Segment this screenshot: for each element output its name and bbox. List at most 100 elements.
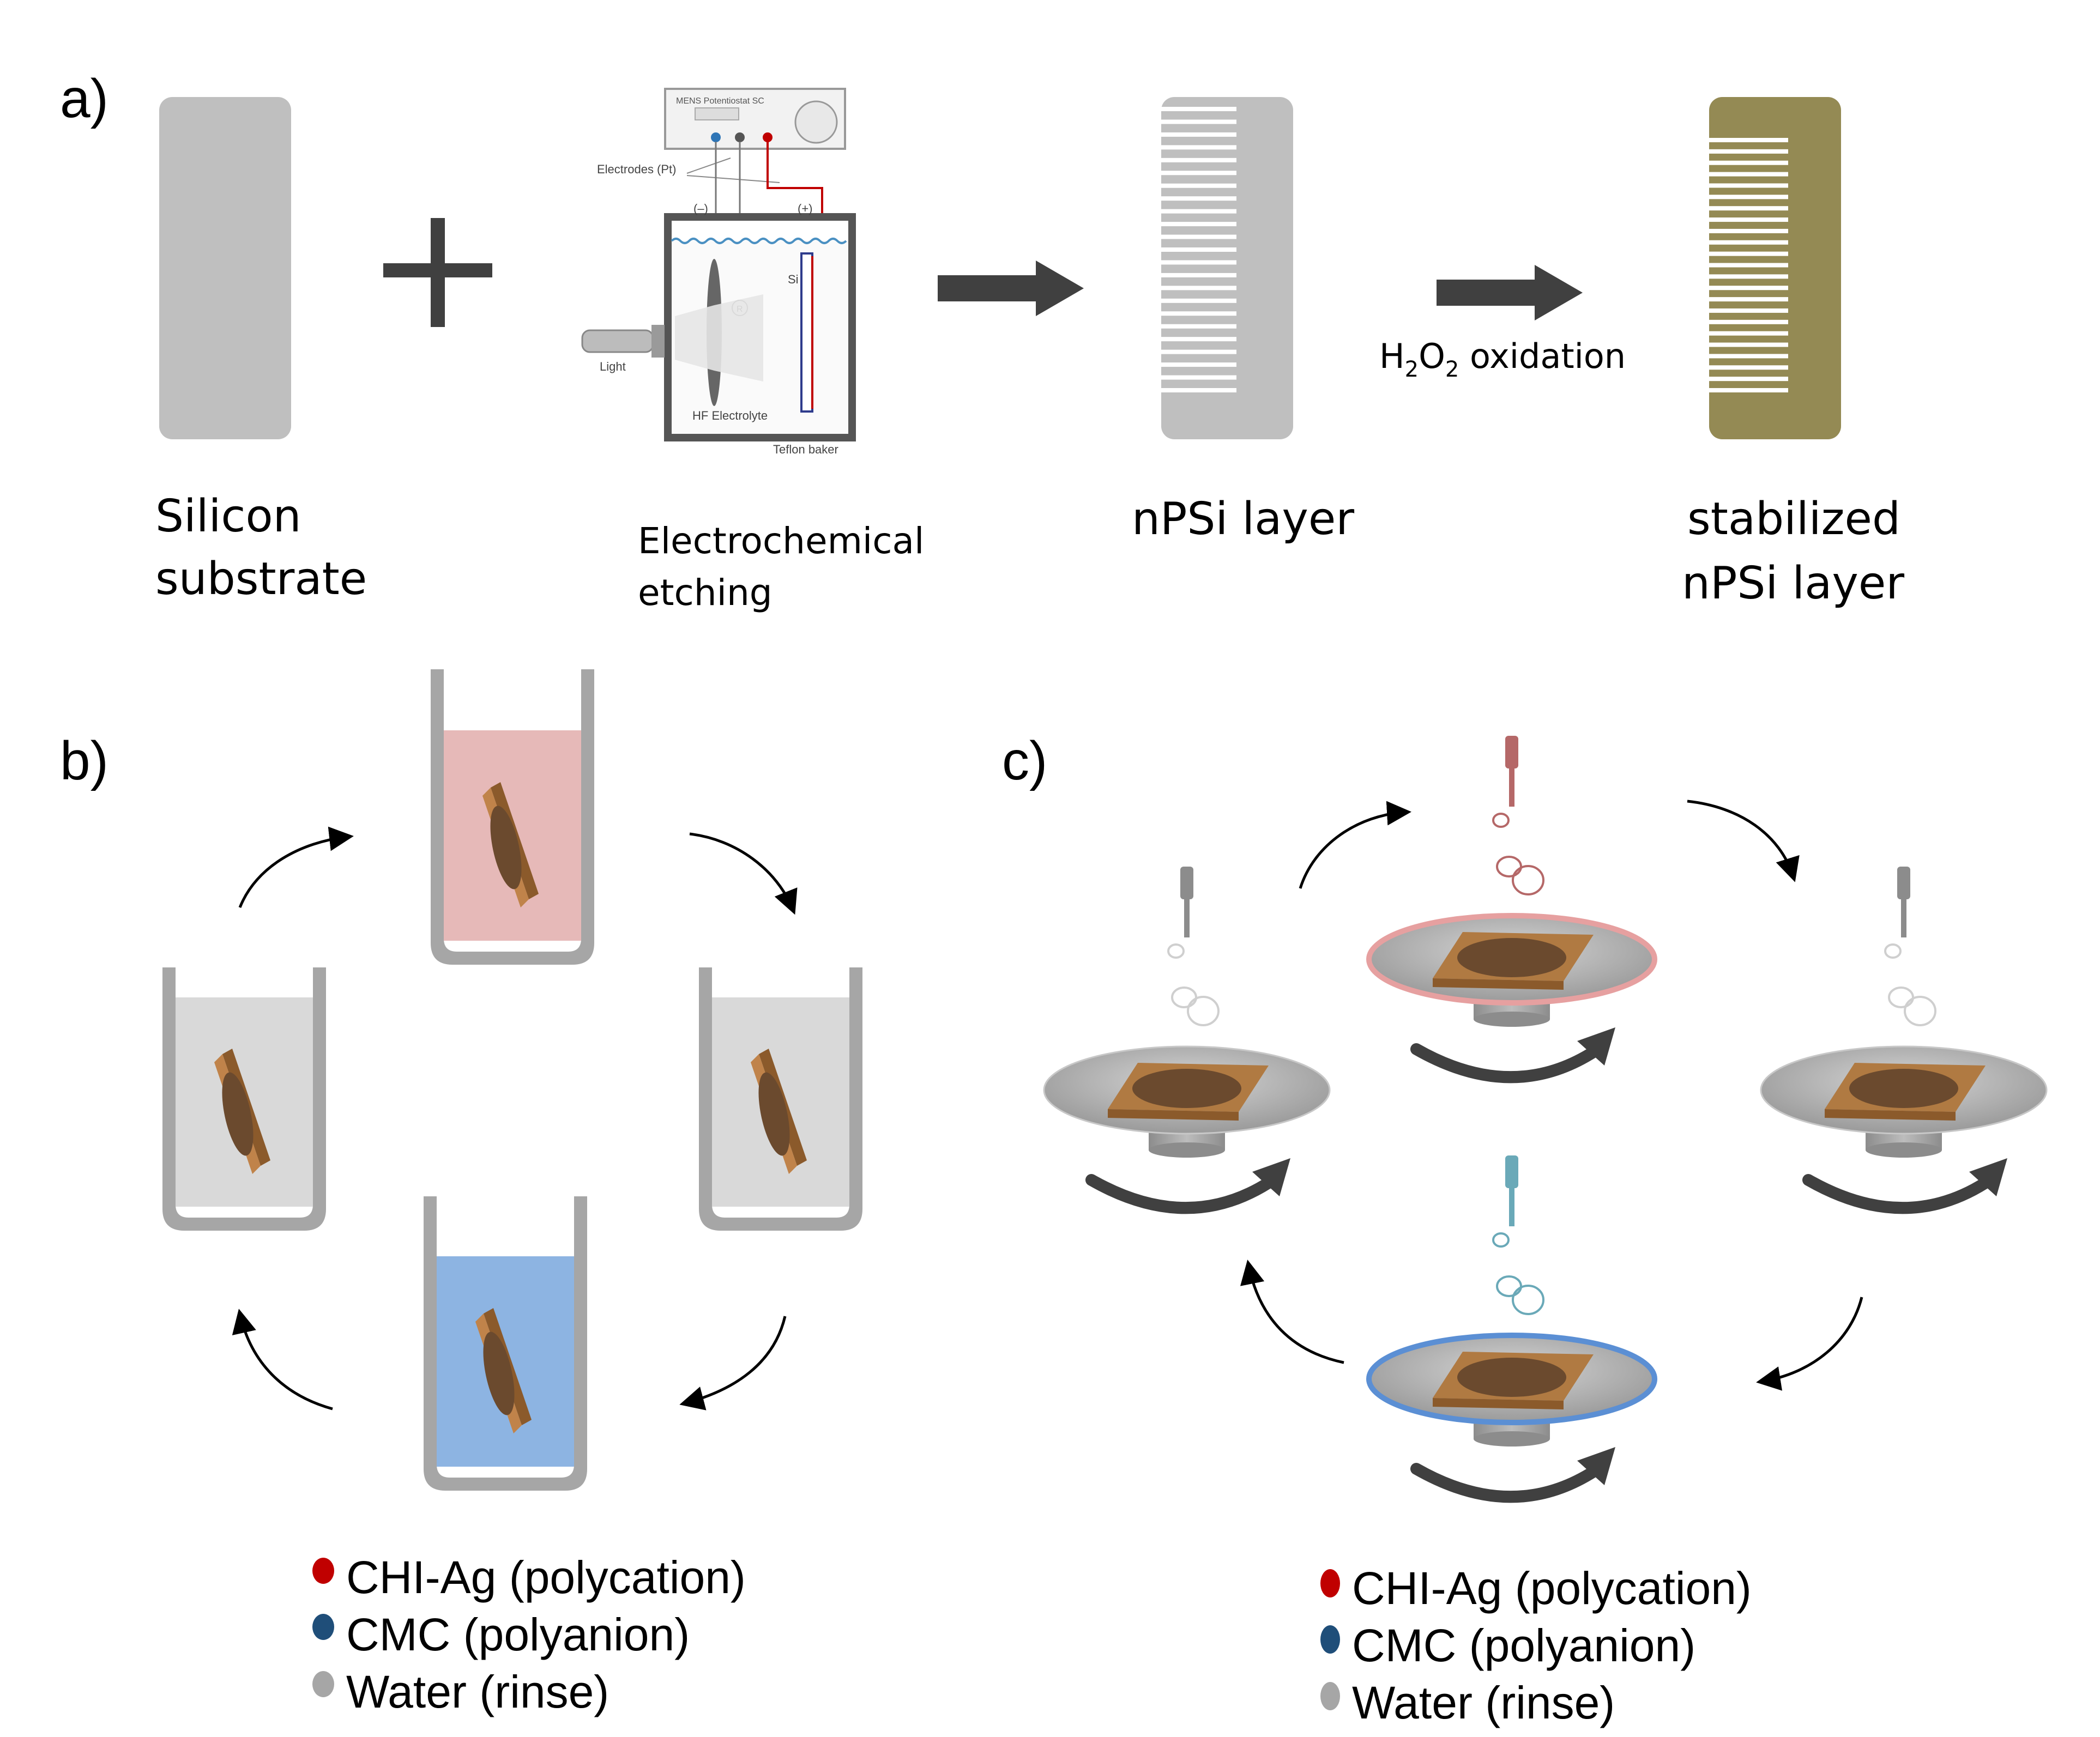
electrodes-label: Electrodes (Pt) (597, 162, 677, 176)
legend-item-water: Water (rinse) (1352, 1677, 1615, 1728)
pore-line (1709, 206, 1788, 211)
pore-line (1709, 149, 1788, 154)
panel-b-label: b) (60, 730, 108, 791)
pore-line (1161, 145, 1236, 150)
legend-swatch-water (1320, 1682, 1340, 1710)
etching-apparatus: MENS Potentiostat SC Electrodes (Pt) (–)… (581, 88, 856, 456)
light-label: Light (600, 360, 626, 373)
etching-label-line2: etching (638, 572, 773, 614)
pore-line (1161, 222, 1236, 227)
legend-item-polycation: CHI-Ag (polycation) (1352, 1563, 1752, 1614)
legend-swatch-polyanion (312, 1614, 334, 1640)
stabilized-npsi-layer (1709, 97, 1841, 439)
beaker (162, 967, 326, 1231)
panel-c-label: c) (1002, 730, 1047, 791)
dropper-icon (1505, 736, 1518, 807)
pore-line (1161, 247, 1236, 252)
droplet-icon (1492, 1232, 1510, 1248)
spin-coater (1760, 867, 2048, 1214)
cycle-arrows-c (1240, 800, 1863, 1391)
oxidation-arrow-icon (1437, 265, 1583, 320)
droplet-icon (1187, 996, 1220, 1026)
droplet-icon (1171, 986, 1197, 1008)
pore-line (1161, 234, 1236, 239)
plus-icon (383, 218, 492, 327)
pore-line (1709, 195, 1788, 199)
sample-chip (475, 1308, 532, 1433)
etching-label-line1: Electrochemical (638, 520, 924, 562)
npsi-layer (1161, 97, 1293, 439)
panel-a-label: a) (60, 68, 108, 129)
pore-line (1709, 377, 1788, 382)
stabilized-label-line1: stabilized (1687, 493, 1900, 545)
si-label: Si (788, 273, 799, 286)
rotation-arrow-icon (1410, 1043, 1600, 1084)
pore-line (1709, 388, 1788, 392)
cycle-arrows-b (232, 826, 798, 1411)
droplet-icon (1496, 856, 1522, 877)
pore-line (1161, 375, 1236, 380)
pore-line (1161, 183, 1236, 188)
legend-swatch-polyanion (1320, 1625, 1340, 1654)
beaker (424, 1196, 587, 1491)
pore-line (1161, 107, 1236, 111)
pore-line (1161, 311, 1236, 316)
legend-item-water: Water (rinse) (346, 1666, 609, 1717)
pore-line (1709, 274, 1788, 279)
dropper-icon (1897, 867, 1910, 937)
sample-chip (482, 782, 539, 907)
pore-line (1161, 286, 1236, 290)
spin-coater (1043, 867, 1331, 1214)
pore-line (1709, 365, 1788, 370)
potentiostat-title: MENS Potentiostat SC (676, 96, 764, 106)
beaker (699, 967, 862, 1231)
light-source-icon (581, 325, 665, 358)
legend-swatch-water (312, 1671, 334, 1697)
pore-line (1161, 273, 1236, 277)
pore-line (1709, 354, 1788, 359)
curved-arrow-icon (238, 826, 354, 908)
pore-line (1709, 331, 1788, 336)
oxidation-label: H2O2 oxidation (1379, 336, 1626, 382)
curved-arrow-icon (1299, 801, 1411, 889)
pore-line (1161, 298, 1236, 303)
pore-line (1709, 308, 1788, 313)
pore-line (1161, 362, 1236, 367)
pore-line (1161, 337, 1236, 342)
pore-lines-oxidized (1709, 138, 1788, 392)
pore-line (1709, 160, 1788, 165)
pore-line (1161, 388, 1236, 392)
beaker (431, 669, 594, 965)
spin-coater (1366, 736, 1657, 1084)
panel-a: a) Silicon substrate MENS Potentiostat S… (60, 68, 1904, 614)
pore-line (1161, 171, 1236, 175)
pore-line (1709, 251, 1788, 256)
curved-arrow-icon (1687, 800, 1800, 882)
pore-line (1161, 209, 1236, 214)
legend-b: CHI-Ag (polycation) CMC (polyanion) Wate… (312, 1552, 746, 1717)
pore-lines (1161, 107, 1236, 392)
silicon-label-line1: Silicon (155, 491, 301, 542)
spin-coater-cycle (1043, 736, 2048, 1503)
legend-item-polyanion: CMC (polyanion) (346, 1609, 690, 1660)
pore-line (1161, 349, 1236, 354)
pore-line (1709, 217, 1788, 222)
minus-electrode-label: (–) (693, 202, 708, 215)
droplet-icon (1512, 1285, 1544, 1315)
pore-line (1161, 158, 1236, 162)
legend-c: CHI-Ag (polycation) CMC (polyanion) Wate… (1320, 1563, 1752, 1728)
pore-line (1709, 342, 1788, 347)
droplet-icon (1496, 1275, 1522, 1297)
dropper-icon (1505, 1155, 1518, 1226)
beaker-cycle (162, 669, 862, 1491)
droplet-icon (1167, 943, 1185, 959)
droplet-icon (1512, 865, 1544, 895)
panel-c: c) CHI-Ag (polycation) CMC (polyanion) W… (1002, 730, 2048, 1728)
pore-line (1709, 228, 1788, 233)
pore-line (1161, 196, 1236, 201)
curved-arrow-icon (1756, 1297, 1863, 1391)
rotation-arrow-icon (1085, 1174, 1275, 1214)
silicon-label-line2: substrate (155, 553, 367, 605)
curved-arrow-icon (689, 832, 798, 915)
